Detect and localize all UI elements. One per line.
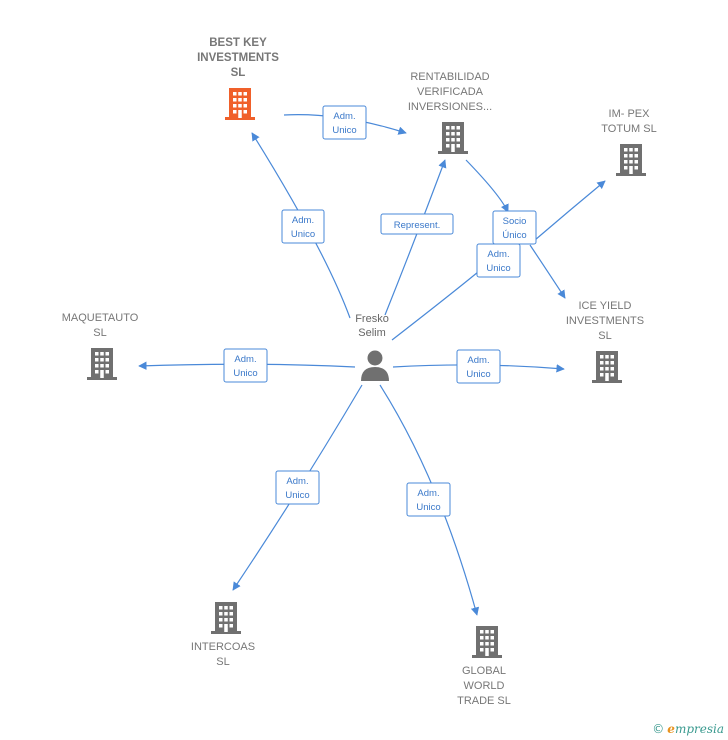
edge-label-line: Unico: [466, 369, 490, 380]
company-name-line: INVERSIONES...: [408, 101, 492, 113]
edge-label-rentabilidad[interactable]: Represent.: [380, 213, 454, 235]
edge-label-intercoas[interactable]: Adm. Unico: [275, 470, 320, 505]
edge-label-bestkey-rentabilidad[interactable]: Adm. Unico: [322, 105, 367, 140]
company-name-line: TRADE SL: [457, 695, 511, 707]
person-name-line: Selim: [358, 327, 386, 339]
person-node[interactable]: Fresko Selim: [355, 313, 389, 381]
edge-label-line: Unico: [332, 125, 356, 136]
edge-label-best-key[interactable]: Adm. Unico: [281, 209, 325, 244]
edge-line-rentabilidad: [384, 159, 447, 316]
edge-label-line: Unico: [285, 490, 309, 501]
building-icon: [225, 88, 255, 120]
brand-logo-initial: e: [667, 722, 675, 736]
company-name-line: INVESTMENTS: [197, 52, 279, 64]
edge-label-line: Adm.: [487, 249, 509, 260]
edge-label-line: Unico: [233, 368, 257, 379]
edge-line-impex: [534, 180, 606, 241]
edge-label-line: Unico: [291, 229, 315, 240]
company-name-line: ICE YIELD: [579, 300, 632, 312]
brand-logo-text: mpresia: [674, 722, 724, 736]
brand-footer: ©empresia: [652, 722, 724, 736]
building-icon: [438, 122, 468, 154]
edge-label-maquetauto[interactable]: Adm. Unico: [223, 348, 268, 383]
edge-label-line: Represent.: [394, 220, 440, 231]
building-icon: [472, 626, 502, 658]
person-name-line: Fresko: [355, 313, 389, 325]
edge-line-ice-yield-a: [391, 271, 479, 341]
edge-label-line: Adm.: [333, 111, 355, 122]
edge-label-line: Adm.: [417, 488, 439, 499]
company-name-line: SL: [598, 330, 611, 342]
building-icon: [87, 348, 117, 380]
company-node-intercoas[interactable]: INTERCOAS SL: [191, 602, 255, 668]
edge-label-line: Unico: [486, 263, 510, 274]
company-name-line: MAQUETAUTO: [62, 312, 139, 324]
company-name-line: SL: [231, 67, 246, 79]
company-node-global-world[interactable]: GLOBAL WORLD TRADE SL: [457, 626, 511, 707]
company-name-line: TOTUM SL: [601, 123, 656, 135]
edge-label-line: Adm.: [286, 476, 308, 487]
company-name-line: INTERCOAS: [191, 641, 255, 653]
company-node-ice-yield[interactable]: ICE YIELD INVESTMENTS SL: [566, 300, 644, 383]
edge-label-line: Adm.: [234, 354, 256, 365]
company-node-rentabilidad[interactable]: RENTABILIDAD VERIFICADA INVERSIONES...: [408, 71, 492, 154]
building-icon: [211, 602, 241, 634]
person-icon: [361, 350, 389, 381]
edge-label-ice-yield[interactable]: Adm. Unico: [456, 349, 501, 384]
edge-label-line: Único: [502, 230, 526, 241]
company-name-line: VERIFICADA: [417, 86, 484, 98]
company-name-line: WORLD: [464, 680, 505, 692]
company-name-line: SL: [93, 327, 106, 339]
edge-label-global-world[interactable]: Adm. Unico: [406, 482, 451, 517]
edge-labels: Adm. Unico Adm. Unico Represent. Socio Ú…: [223, 105, 537, 517]
edge-label-line: Adm.: [292, 215, 314, 226]
company-name-line: SL: [216, 656, 229, 668]
edge-line-rentabilidad-impex: [465, 159, 509, 213]
building-icon: [592, 351, 622, 383]
company-node-best-key[interactable]: BEST KEY INVESTMENTS SL: [197, 37, 279, 120]
edge-label-line: Socio: [503, 216, 527, 227]
edge-line-ice-yield-b: [529, 244, 566, 299]
company-name-line: GLOBAL: [462, 665, 506, 677]
copyright-symbol: ©: [652, 722, 665, 736]
edge-label-line: Adm.: [467, 355, 489, 366]
edge-label-line: Unico: [416, 502, 440, 513]
company-name-line: BEST KEY: [209, 37, 267, 49]
company-name-line: INVESTMENTS: [566, 315, 644, 327]
building-icon: [616, 144, 646, 176]
edge-label-impex[interactable]: Adm. Unico: [476, 243, 521, 278]
company-name-line: RENTABILIDAD: [410, 71, 489, 83]
edge-label-rentabilidad-impex[interactable]: Socio Único: [492, 210, 537, 245]
company-node-maquetauto[interactable]: MAQUETAUTO SL: [62, 312, 139, 380]
company-name-line: IM- PEX: [609, 108, 651, 120]
company-node-im-pex[interactable]: IM- PEX TOTUM SL: [601, 108, 657, 176]
